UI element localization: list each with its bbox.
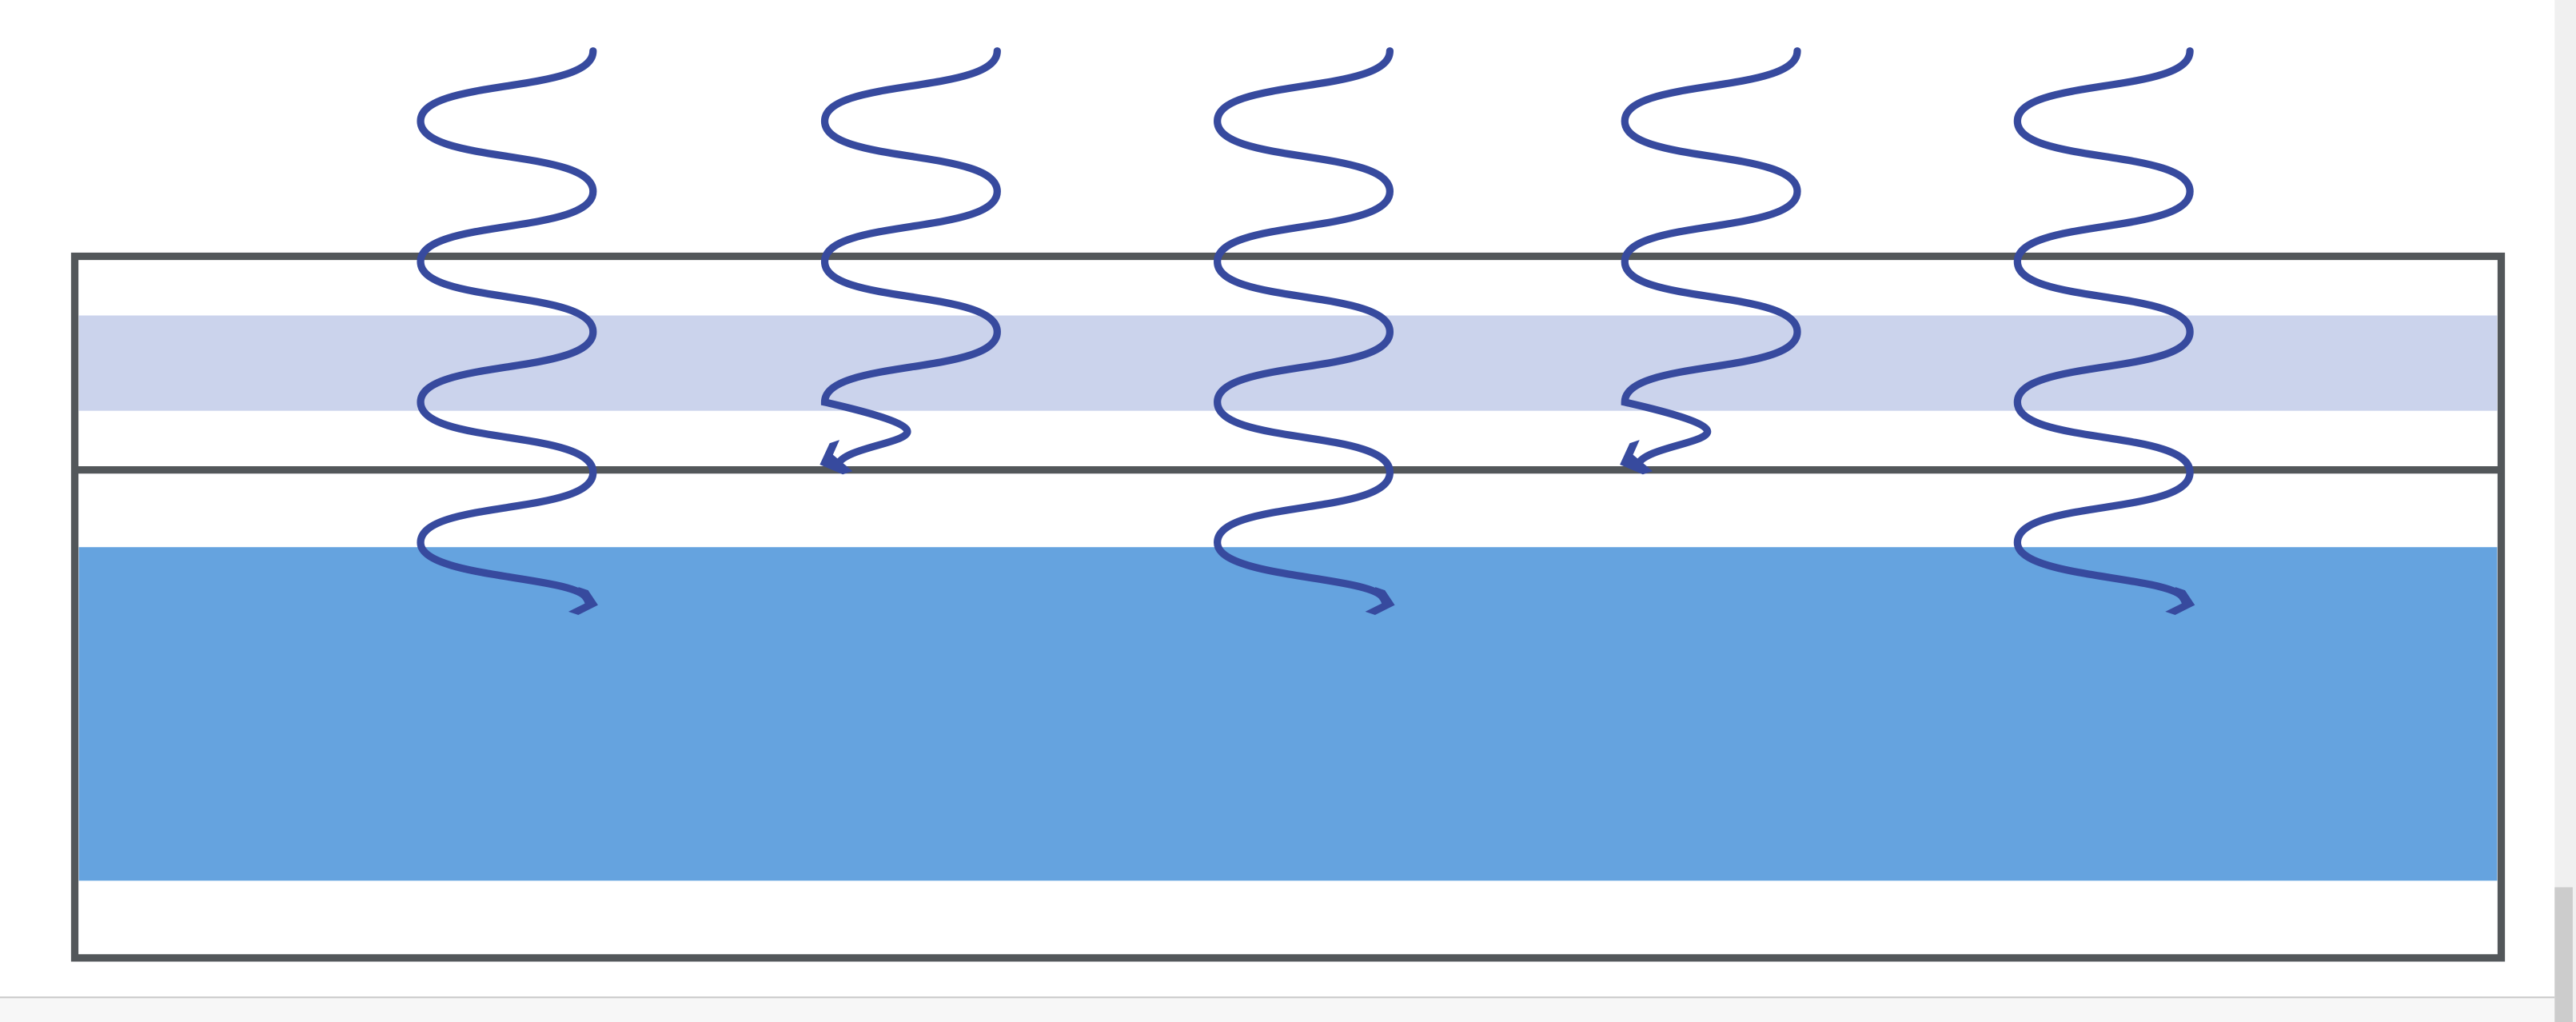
lower-band xyxy=(78,547,2498,881)
wave-line xyxy=(1214,47,1394,603)
wave-line xyxy=(417,47,597,603)
scrollbar-thumb[interactable] xyxy=(2554,887,2573,1022)
wave-line xyxy=(2013,47,2194,603)
upper-band xyxy=(78,315,2498,411)
scrollbar-track[interactable] xyxy=(2554,0,2576,1022)
wave-5 xyxy=(2013,47,2195,615)
waves-group xyxy=(417,47,2195,615)
outer-frame xyxy=(70,252,2506,962)
bottom-bar xyxy=(0,997,2555,1022)
wave-2 xyxy=(819,47,1001,475)
arrowhead-icon xyxy=(1365,587,1395,615)
wave-line xyxy=(1621,47,1801,469)
wave-4 xyxy=(1620,47,1801,475)
arrowhead-icon xyxy=(819,440,853,475)
arrowhead-icon xyxy=(1620,440,1653,475)
arrowhead-icon xyxy=(2165,587,2195,615)
wave-line xyxy=(820,47,1001,469)
wave-3 xyxy=(1214,47,1395,615)
arrowhead-icon xyxy=(568,587,598,615)
wave-1 xyxy=(417,47,598,615)
